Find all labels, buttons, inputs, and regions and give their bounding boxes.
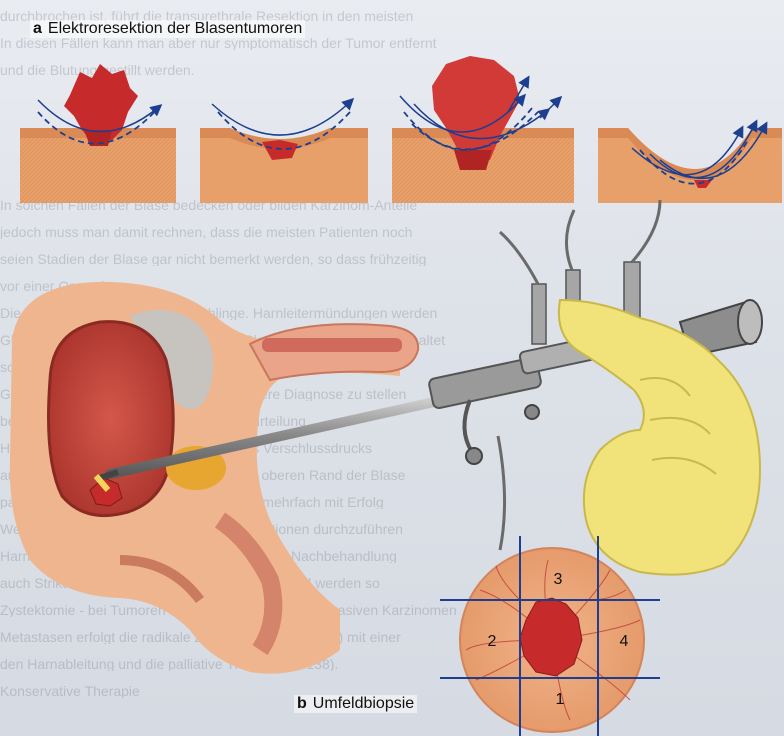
panel-b-letter: b <box>297 695 307 712</box>
panel-a-caption: a Elektroresektion der Blasentumoren <box>30 20 305 38</box>
panel-a-title: Elektroresektion der Blasentumoren <box>48 20 302 37</box>
panel-a-step-4 <box>598 122 782 203</box>
panel-a-step-1 <box>20 64 176 203</box>
panel-a-step-3 <box>392 56 574 203</box>
quadrant-1-label: 1 <box>556 691 565 708</box>
panel-b-title: Umfeldbiopsie <box>313 695 414 712</box>
pelvic-anatomy <box>10 282 418 674</box>
quadrant-3-label: 3 <box>554 571 563 588</box>
quadrant-4-label: 4 <box>620 633 629 650</box>
panel-a-step-2 <box>200 100 368 203</box>
quadrant-2-label: 2 <box>488 633 497 650</box>
panel-a-letter: a <box>33 20 42 37</box>
panel-b-caption: b Umfeldbiopsie <box>294 695 417 713</box>
